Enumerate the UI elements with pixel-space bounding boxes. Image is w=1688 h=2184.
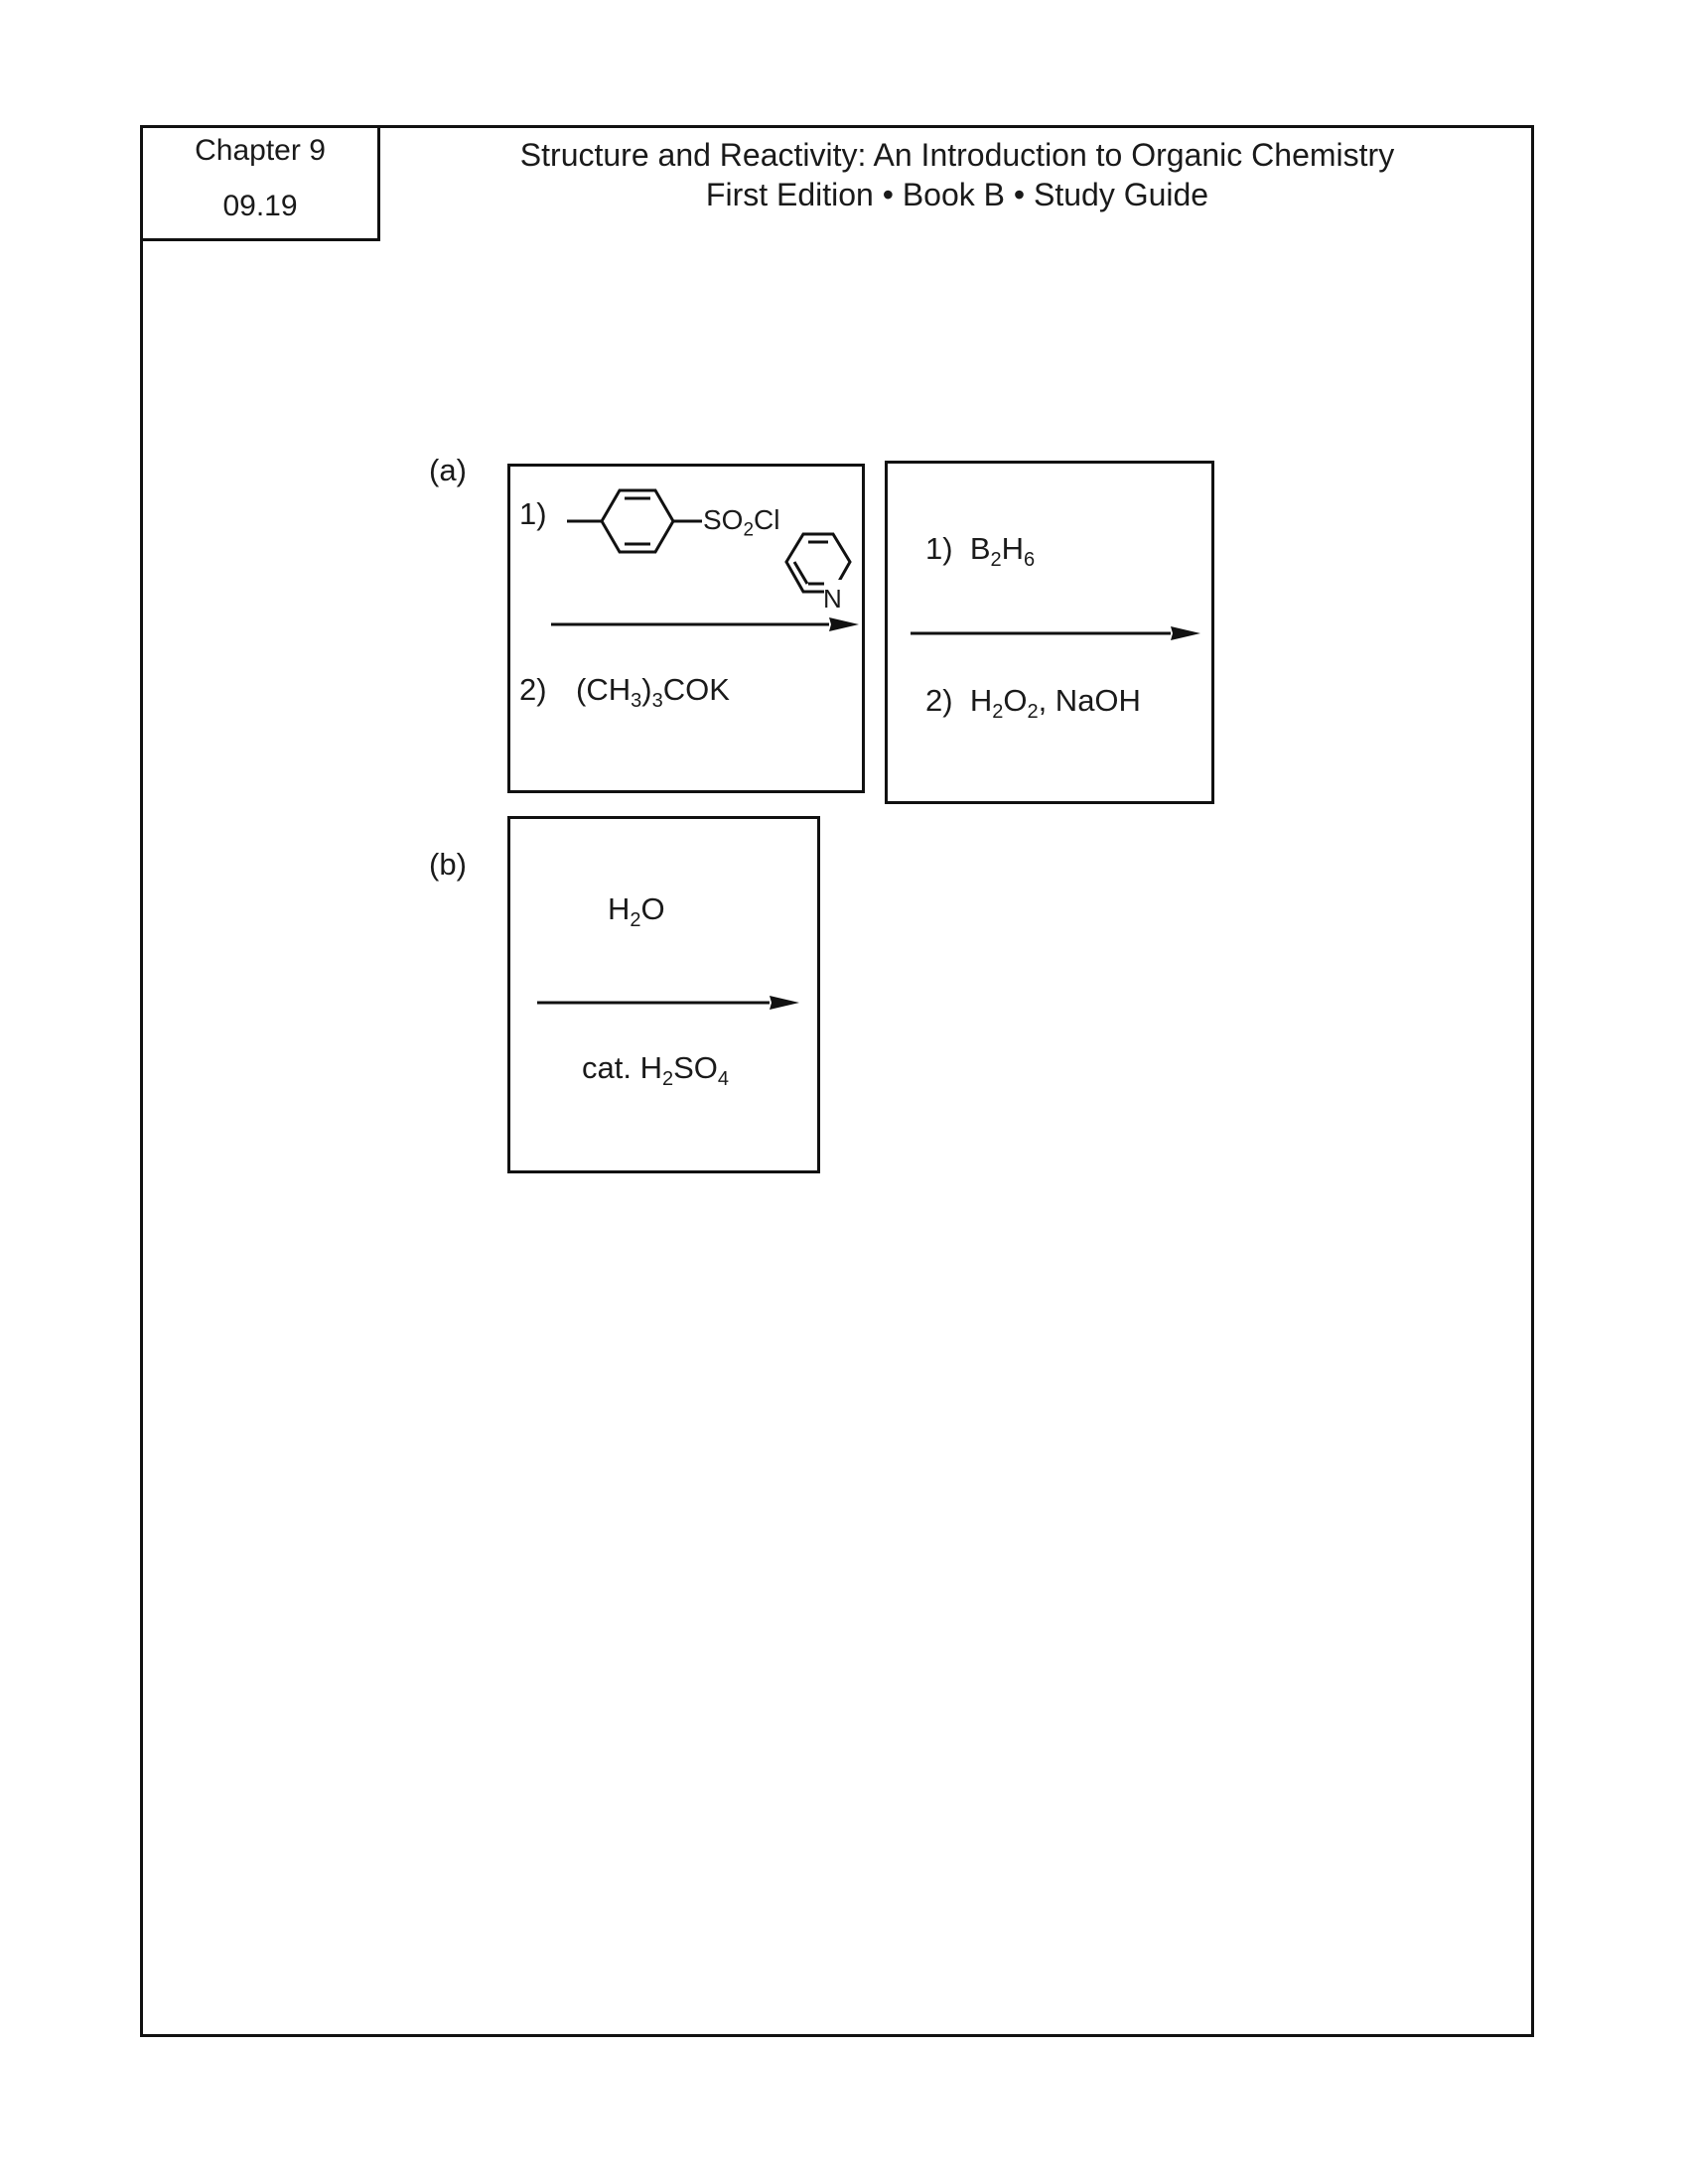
so-subscript: 2 bbox=[743, 519, 755, 541]
book-title: Structure and Reactivity: An Introductio… bbox=[519, 137, 1395, 173]
step1-number: 1) bbox=[519, 496, 547, 531]
problem-number: 09.19 bbox=[222, 190, 298, 222]
o2-subscript: 2 bbox=[1027, 701, 1039, 724]
reaction-arrow-b bbox=[537, 996, 799, 1010]
page-frame bbox=[140, 125, 1534, 2037]
water-reagent: H2O bbox=[608, 891, 665, 932]
book-subtitle: First Edition • Book B • Study Guide bbox=[705, 177, 1209, 212]
chapter-label: Chapter 9 bbox=[195, 134, 326, 167]
reaction-arrow-a2 bbox=[911, 626, 1200, 640]
cl-text: Cl bbox=[754, 504, 780, 535]
chapter-box: Chapter 9 09.19 bbox=[140, 125, 380, 241]
part-b-label: (b) bbox=[429, 847, 467, 882]
o2-text: O bbox=[1003, 683, 1028, 718]
acid-catalyst: cat. H2SO4 bbox=[582, 1050, 729, 1091]
reagent-box-b bbox=[507, 816, 820, 1173]
h2-text: H bbox=[969, 683, 993, 718]
so4-subscript: 4 bbox=[717, 1068, 730, 1091]
h2so4-h-subscript: 2 bbox=[661, 1068, 674, 1091]
h-subscript: 6 bbox=[1024, 549, 1036, 572]
paren-subscript: 3 bbox=[651, 690, 663, 713]
so-text-b: SO bbox=[673, 1050, 718, 1085]
h-text: H bbox=[1001, 531, 1025, 566]
part-a-label: (a) bbox=[429, 453, 467, 487]
water-o-text: O bbox=[640, 891, 665, 926]
water-subscript: 2 bbox=[630, 909, 641, 932]
pyridine-structure bbox=[784, 532, 852, 604]
reaction-arrow-a1 bbox=[551, 617, 859, 631]
step2-number-b: 2) bbox=[925, 683, 953, 718]
cok-text: COK bbox=[662, 672, 730, 707]
water-h-text: H bbox=[608, 891, 631, 926]
potassium-tert-butoxide: (CH3)3COK bbox=[576, 672, 730, 713]
ch3-subscript: 3 bbox=[631, 690, 642, 713]
reagent-box-a1 bbox=[507, 464, 865, 793]
reagent-box-a2 bbox=[885, 461, 1214, 804]
step2-number: 2) bbox=[519, 672, 547, 707]
naoh-text: , NaOH bbox=[1038, 683, 1141, 718]
b-text: B bbox=[969, 531, 991, 566]
tosyl-chloride-structure bbox=[567, 488, 702, 554]
so-text: SO bbox=[703, 504, 744, 535]
ch-text: (CH bbox=[576, 672, 632, 707]
pyridine-nitrogen: N bbox=[823, 584, 842, 614]
sulfonyl-chloride-label: SO2Cl bbox=[703, 504, 780, 542]
paren-text: ) bbox=[641, 672, 652, 707]
cat-h-text: cat. H bbox=[582, 1050, 662, 1085]
hydroboration-step1: 1) B2H6 bbox=[925, 531, 1035, 572]
step1-number-b: 1) bbox=[925, 531, 953, 566]
oxidation-step2: 2) H2O2, NaOH bbox=[925, 683, 1141, 724]
h2-subscript: 2 bbox=[992, 701, 1004, 724]
b-subscript: 2 bbox=[990, 549, 1002, 572]
